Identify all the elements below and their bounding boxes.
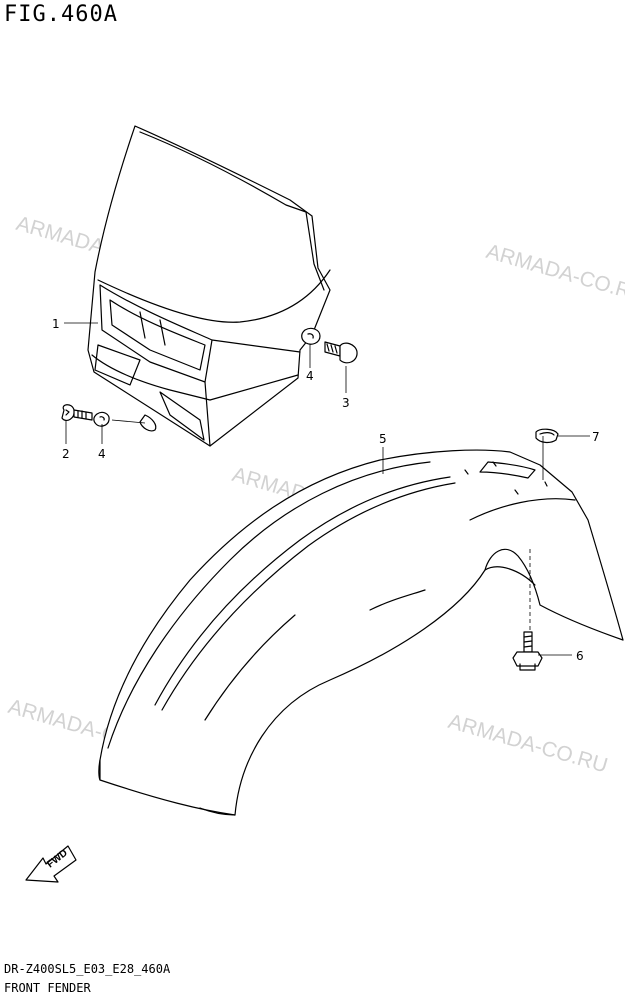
- screw-icon[interactable]: [61, 404, 93, 422]
- forward-direction-arrow-icon: [25, 845, 77, 883]
- callout-4: 4: [306, 369, 314, 383]
- callout-2: 2: [62, 447, 70, 461]
- nut-icon[interactable]: [535, 428, 559, 444]
- figure-title: FIG.460A: [4, 2, 118, 27]
- headlight-cover-icon[interactable]: [87, 125, 331, 447]
- washer-icon[interactable]: [93, 411, 110, 427]
- section-name: FRONT FENDER: [4, 981, 91, 995]
- callout-5: 5: [379, 432, 387, 446]
- screw-icon[interactable]: [324, 341, 358, 364]
- callout-7: 7: [592, 430, 600, 444]
- callout-1: 1: [52, 317, 60, 331]
- bolt-icon[interactable]: [512, 631, 543, 671]
- callout-3: 3: [342, 396, 350, 410]
- front-fender-icon[interactable]: [98, 449, 624, 816]
- callout-6: 6: [576, 649, 584, 663]
- washer-icon[interactable]: [301, 327, 321, 345]
- diagram-code: DR-Z400SL5_E03_E28_460A: [4, 962, 171, 976]
- callout-4: 4: [98, 447, 106, 461]
